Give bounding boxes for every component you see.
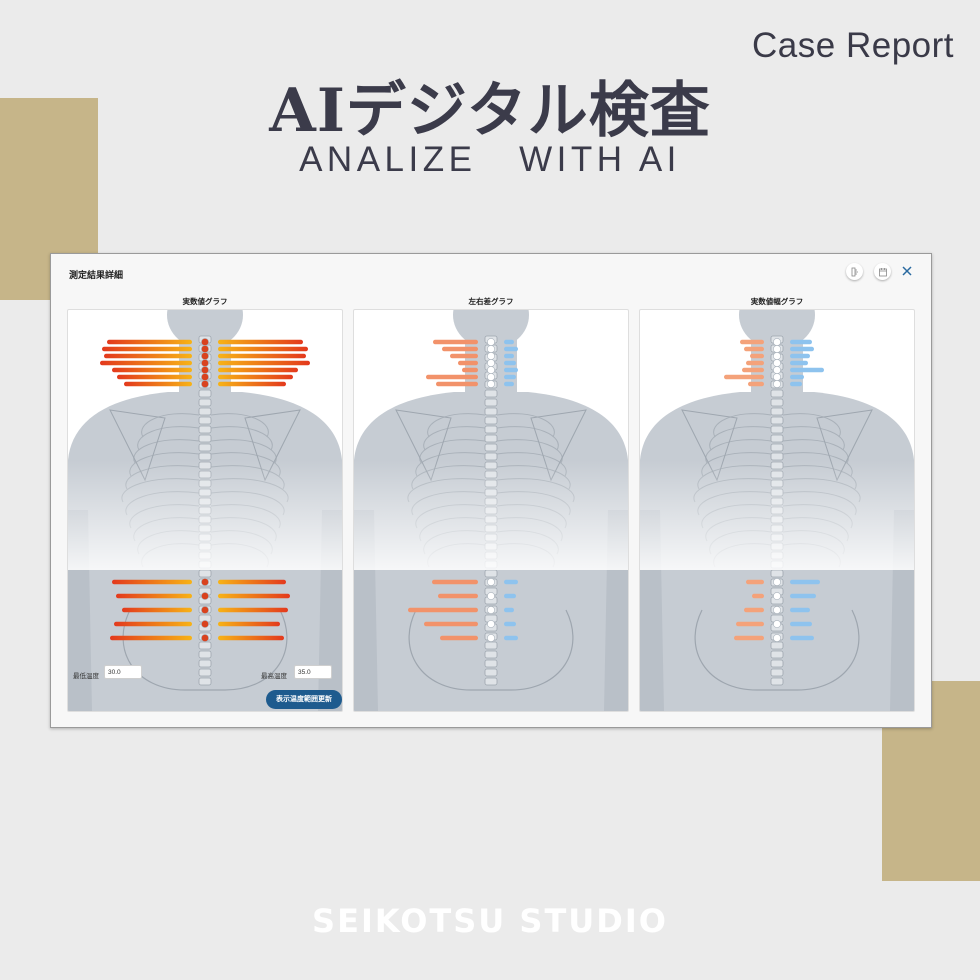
ruler-icon: [851, 267, 858, 276]
body-thermal-figure: [68, 310, 342, 711]
update-range-button[interactable]: 表示温度範囲更新: [266, 690, 342, 709]
case-report-label: Case Report: [752, 26, 954, 65]
actual-value-graph: [67, 309, 343, 712]
chart-label-actual: 実数値グラフ: [182, 297, 228, 306]
body-thermal-figure: [640, 310, 914, 711]
footer-brand: SEIKOTSU STUDIO: [312, 902, 668, 940]
min-temp-input[interactable]: [104, 665, 142, 679]
chart-label-range: 実数値幅グラフ: [750, 297, 804, 306]
left-right-diff-graph: [353, 309, 629, 712]
min-temp-label: 最低温度: [73, 673, 99, 680]
max-temp-input[interactable]: [294, 665, 332, 679]
actual-range-graph: [639, 309, 915, 712]
close-button[interactable]: [900, 264, 914, 278]
chart-label-lr-diff: 左右差グラフ: [468, 297, 514, 306]
body-thermal-figure: [354, 310, 628, 711]
page-title: AIデジタル検査: [269, 76, 711, 146]
measurement-result-window: 測定結果詳細 実数値グラフ 左右差グラフ 実数値幅グラフ 最低温度 最高温度 表…: [50, 253, 932, 728]
calendar-button[interactable]: [874, 263, 891, 280]
ruler-button[interactable]: [846, 263, 863, 280]
close-icon: [902, 266, 912, 276]
window-title: 測定結果詳細: [69, 270, 124, 280]
page-subtitle: ANALIZE WITH AI: [299, 140, 681, 179]
max-temp-label: 最高温度: [261, 673, 287, 680]
calendar-icon: [878, 267, 887, 276]
